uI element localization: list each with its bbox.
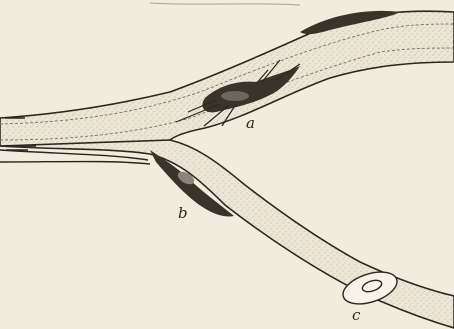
label-b: b — [178, 204, 188, 222]
lower-branch-vessel — [0, 140, 454, 328]
upper-vessel — [0, 11, 454, 147]
label-c: c — [352, 306, 361, 324]
top-edge-scribble — [150, 3, 300, 5]
label-a: a — [246, 114, 255, 132]
